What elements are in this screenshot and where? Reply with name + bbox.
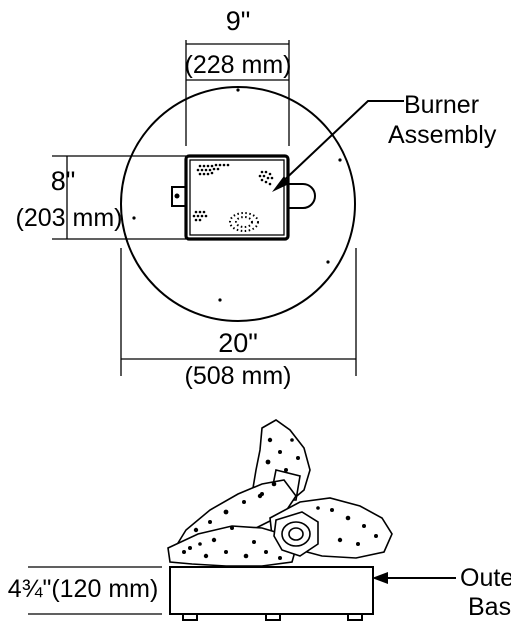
top-view: 9" (228 mm) [16, 6, 497, 390]
height-dimension: 4¾"(120 mm) [8, 566, 162, 615]
base-callout-line1: Outer [460, 564, 511, 592]
outer-base-circle [120, 86, 356, 322]
side-view: 4¾"(120 mm) Outer Base [8, 419, 511, 621]
depth-inches-label: 8" [51, 166, 76, 196]
log-set [167, 419, 393, 567]
diameter-inches-label: 20" [218, 328, 258, 358]
width-mm-label: (228 mm) [185, 51, 292, 79]
outer-base-callout: Outer Base [372, 564, 511, 621]
burner-assembly-callout: Burner Assembly [272, 91, 497, 192]
burner-assembly [184, 154, 290, 241]
diameter-dimension: 20" (508 mm) [120, 248, 357, 390]
burner-callout-line2: Assembly [388, 121, 497, 149]
depth-mm-label: (203 mm) [16, 204, 123, 232]
circle-mounting-dots [132, 88, 342, 302]
depth-dimension: 8" (203 mm) [16, 155, 186, 240]
width-dimension: 9" (228 mm) [185, 6, 292, 146]
base-callout-line2: Base [468, 593, 511, 621]
height-label: 4¾"(120 mm) [8, 575, 159, 603]
burner-right-tab [287, 183, 316, 209]
diameter-mm-label: (508 mm) [185, 362, 292, 390]
width-inches-label: 9" [226, 6, 251, 36]
outer-base [169, 566, 374, 621]
burner-callout-line1: Burner [404, 91, 479, 119]
